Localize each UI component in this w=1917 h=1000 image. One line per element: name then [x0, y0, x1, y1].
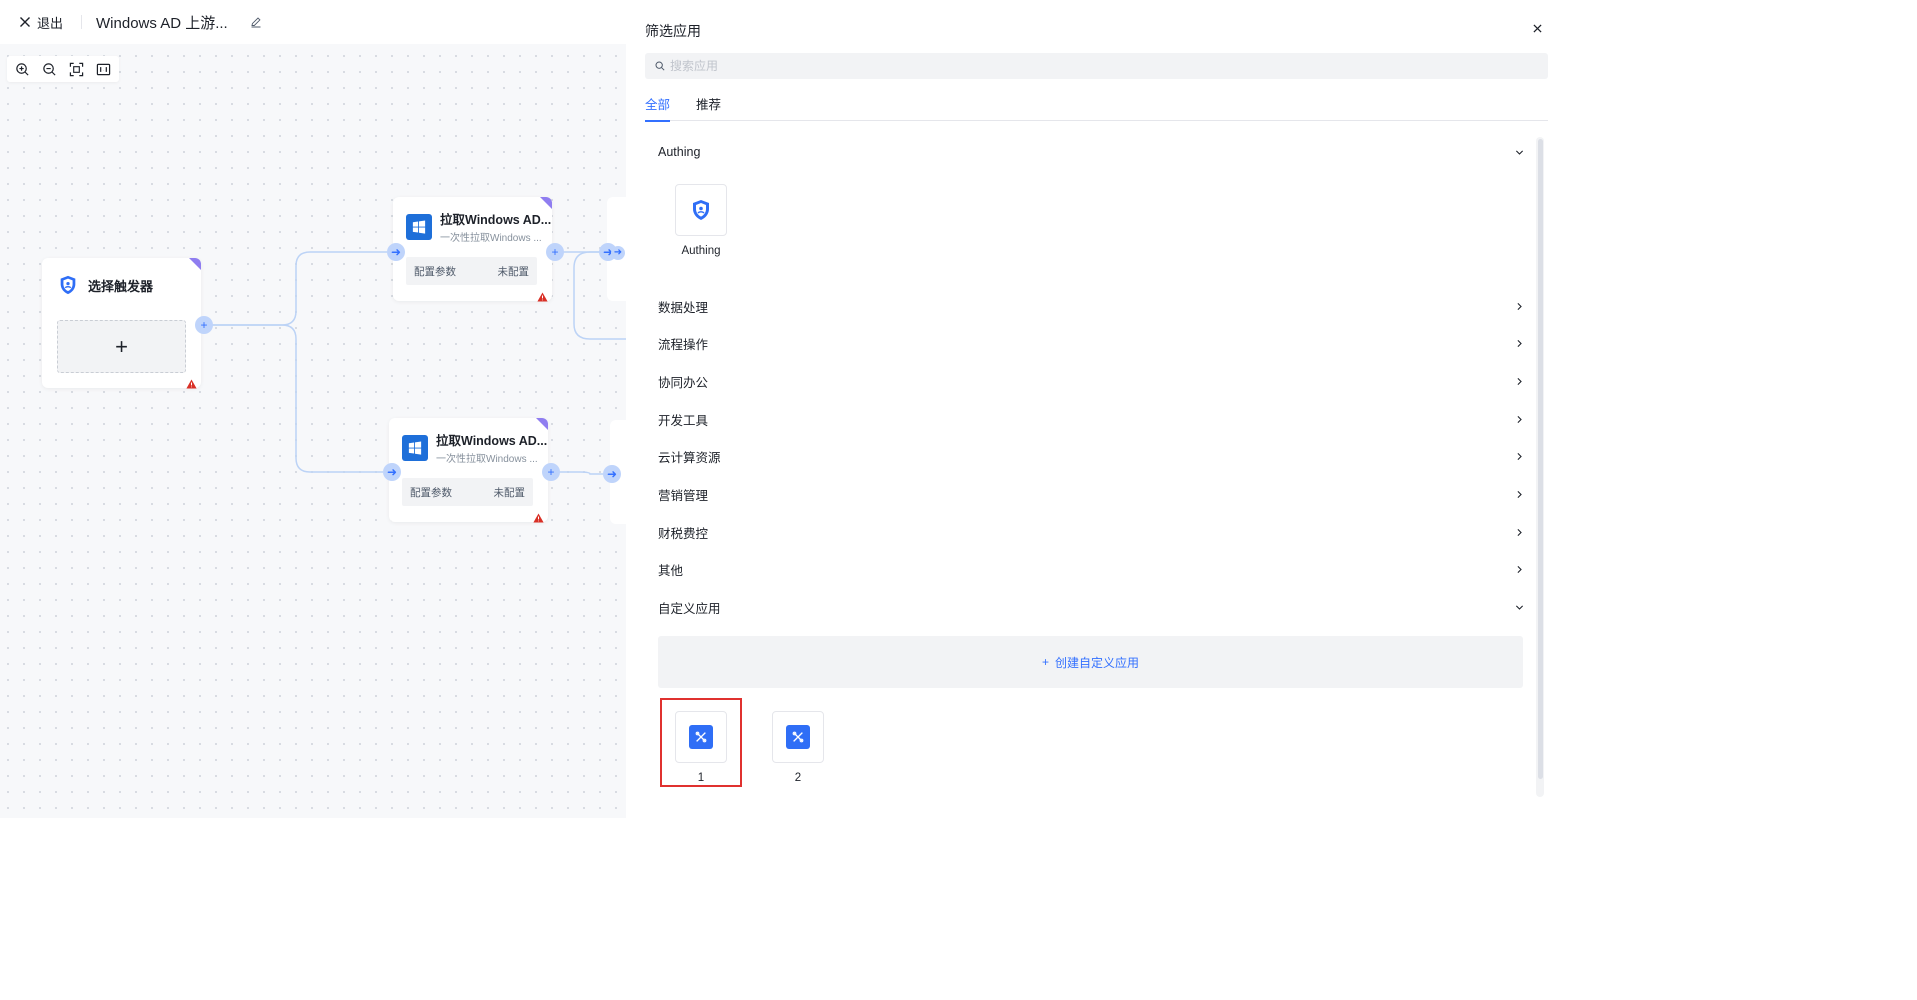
exit-button[interactable]: 退出: [19, 13, 63, 32]
chevron-right-icon: [1514, 564, 1524, 574]
plus-icon: +: [1041, 655, 1049, 669]
flow-edges: [212, 251, 626, 475]
custom-app-label: 1: [697, 772, 705, 784]
windows-icon: [406, 213, 432, 240]
node-corner-mark: [189, 258, 201, 270]
action-title: 拉取Windows AD...: [440, 213, 552, 227]
editor-topbar: 退出 Windows AD 上游...: [0, 0, 626, 44]
flow-title: Windows AD 上游...: [96, 14, 228, 32]
create-custom-app-button[interactable]: + 创建自定义应用: [658, 636, 1523, 688]
flow-canvas[interactable]: 退出 Windows AD 上游... 选择触发器: [0, 0, 626, 818]
windows-icon: [402, 434, 428, 461]
action-title: 拉取Windows AD...: [436, 434, 548, 448]
edit-icon[interactable]: [250, 16, 262, 28]
category-label: 云计算资源: [658, 450, 721, 465]
close-icon[interactable]: [1530, 21, 1544, 35]
category-label: 开发工具: [658, 413, 709, 428]
chevron-right-icon: [1514, 414, 1524, 424]
category-dev-tools[interactable]: 开发工具: [658, 407, 1524, 431]
category-label: Authing: [658, 145, 701, 159]
category-cloud-resources[interactable]: 云计算资源: [658, 444, 1524, 468]
tools-icon: [786, 725, 810, 749]
input-port[interactable]: ➜: [383, 463, 401, 481]
category-custom-apps[interactable]: 自定义应用: [658, 595, 1524, 619]
tools-icon: [689, 725, 713, 749]
chevron-right-icon: [1514, 451, 1524, 461]
input-port[interactable]: ➜: [603, 465, 621, 483]
category-label: 其他: [658, 563, 684, 578]
node-corner-mark: [540, 197, 552, 209]
config-params-row[interactable]: 配置参数 未配置: [402, 478, 533, 506]
config-status: 未配置: [493, 486, 526, 499]
warning-icon: [537, 289, 548, 302]
zoom-out-icon[interactable]: [41, 60, 59, 78]
filter-apps-panel: 筛选应用 全部 推荐 Authing Authing 数据处理 流程操作 协同办: [626, 0, 1560, 818]
shield-icon: [57, 274, 79, 296]
category-collaboration[interactable]: 协同办公: [658, 369, 1524, 393]
custom-app-card-2[interactable]: [772, 711, 824, 763]
trigger-node[interactable]: 选择触发器 +: [42, 258, 201, 389]
config-label: 配置参数: [410, 486, 452, 499]
create-custom-label: 创建自定义应用: [1055, 655, 1140, 670]
category-authing[interactable]: Authing: [658, 140, 1524, 164]
tab-all[interactable]: 全部: [645, 92, 671, 122]
zoom-toolbar: [7, 56, 119, 82]
category-flow-operations[interactable]: 流程操作: [658, 331, 1524, 355]
chevron-down-icon: [1514, 602, 1524, 612]
category-other[interactable]: 其他: [658, 557, 1524, 581]
topbar-divider: [81, 15, 83, 29]
trigger-title: 选择触发器: [88, 278, 154, 294]
action-node[interactable]: 拉取Windows AD... 一次性拉取Windows ... 配置参数 未配…: [393, 197, 552, 302]
plus-icon: +: [115, 333, 128, 359]
chevron-down-icon: [1514, 147, 1524, 157]
chevron-right-icon: [1514, 527, 1524, 537]
chevron-right-icon: [1514, 489, 1524, 499]
custom-app-label: 2: [794, 772, 802, 784]
chevron-right-icon: [1514, 376, 1524, 386]
add-step-port[interactable]: +: [195, 316, 213, 334]
exit-label: 退出: [37, 15, 64, 31]
config-params-row[interactable]: 配置参数 未配置: [406, 257, 537, 285]
input-port[interactable]: ➜: [611, 246, 625, 260]
category-label: 营销管理: [658, 488, 709, 503]
search-icon: [655, 61, 665, 71]
zoom-in-icon[interactable]: [14, 60, 32, 78]
category-tabs: 全部 推荐: [645, 92, 1548, 122]
category-marketing[interactable]: 营销管理: [658, 482, 1524, 506]
config-status: 未配置: [497, 265, 530, 278]
warning-icon: [186, 376, 197, 389]
custom-app-card-1[interactable]: [675, 711, 727, 763]
search-input[interactable]: [670, 59, 1530, 73]
app-card-authing[interactable]: [675, 184, 727, 236]
category-label: 财税费控: [658, 526, 709, 541]
fit-view-icon[interactable]: [68, 60, 86, 78]
actual-size-icon[interactable]: [95, 60, 113, 78]
category-label: 数据处理: [658, 300, 709, 315]
app-label: Authing: [681, 245, 721, 257]
category-label: 自定义应用: [658, 601, 721, 616]
scrollbar-thumb[interactable]: [1538, 139, 1543, 779]
warning-icon: [533, 510, 544, 523]
chevron-right-icon: [1514, 338, 1524, 348]
search-box: [645, 53, 1548, 79]
add-step-port[interactable]: +: [546, 243, 564, 261]
input-port[interactable]: ➜: [387, 243, 405, 261]
tab-recommended[interactable]: 推荐: [696, 98, 722, 112]
add-trigger-button[interactable]: +: [57, 320, 186, 373]
category-label: 流程操作: [658, 337, 709, 352]
category-data-processing[interactable]: 数据处理: [658, 294, 1524, 318]
action-subtitle: 一次性拉取Windows ...: [440, 233, 542, 244]
shield-icon: [689, 198, 713, 222]
close-icon: [19, 16, 31, 28]
category-finance-tax[interactable]: 财税费控: [658, 520, 1524, 544]
node-corner-mark: [536, 418, 548, 430]
action-node[interactable]: 拉取Windows AD... 一次性拉取Windows ... 配置参数 未配…: [389, 418, 548, 523]
panel-title: 筛选应用: [645, 23, 701, 39]
add-step-port[interactable]: +: [542, 463, 560, 481]
config-label: 配置参数: [414, 265, 456, 278]
action-subtitle: 一次性拉取Windows ...: [436, 454, 538, 465]
chevron-right-icon: [1514, 301, 1524, 311]
category-label: 协同办公: [658, 375, 709, 390]
